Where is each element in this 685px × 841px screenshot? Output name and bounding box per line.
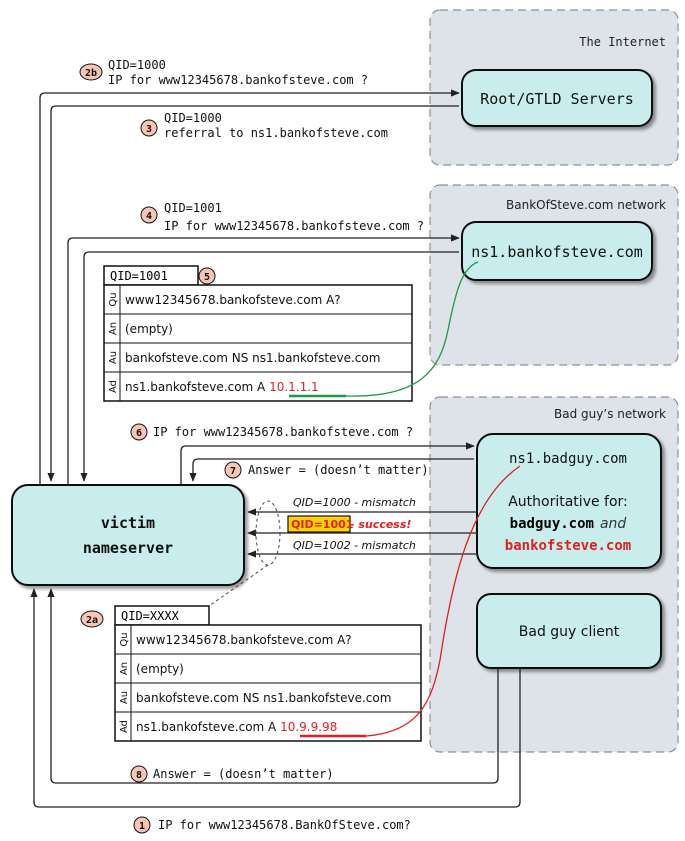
step-3-line1: QID=1000	[164, 111, 222, 125]
packet-bad-tag-ad: Ad	[119, 720, 130, 733]
packet-good-tag-an: An	[108, 322, 119, 335]
step-5-badge: 5	[204, 272, 210, 283]
packet-good-qid: QID=1001	[110, 269, 168, 283]
node-victim-nameserver: victim nameserver	[11, 484, 245, 586]
spoof-ellipse	[205, 500, 281, 609]
arrow-step-4	[67, 234, 460, 484]
step-8-badge: 8	[136, 770, 142, 781]
node-badguy-client: Bad guy client	[476, 593, 662, 669]
packet-good-ip: 10.1.1.1	[269, 380, 319, 394]
step-7-badge: 7	[230, 466, 236, 477]
step-2b: 2b QID=1000 IP for www12345678.bankofste…	[79, 58, 368, 87]
auth-line: badguy.com and	[510, 516, 627, 532]
node-ns1-badguy: ns1.badguy.com Authoritative for: badguy…	[476, 433, 662, 569]
packet-bad-qid: QID=XXXX	[121, 609, 180, 623]
packet-good-tag-ad: Ad	[108, 380, 119, 393]
packet-bad-row-ad: ns1.bankofsteve.com A 10.9.9.98	[136, 720, 337, 734]
victim-label-line2: nameserver	[83, 539, 173, 557]
step-6-text: IP for www12345678.bankofsteve.com ?	[153, 425, 413, 439]
packet-good-tag-qu: Qu	[108, 292, 119, 306]
bad-ip-connector	[365, 465, 521, 737]
badguy-client-label: Bad guy client	[519, 624, 620, 640]
step-2b-line2: IP for www12345678.bankofsteve.com ?	[108, 73, 368, 87]
step-8-text: Answer = (doesn’t matter)	[153, 767, 334, 781]
good-ip-connector	[345, 261, 479, 397]
step-3-line2: referral to ns1.bankofsteve.com	[164, 126, 388, 140]
node-root-gtld-label: Root/GTLD Servers	[480, 90, 634, 108]
region-internet-label: The Internet	[579, 35, 666, 49]
packet-good-row-qu: www12345678.bankofsteve.com A?	[125, 293, 341, 307]
packet-bad-tag-an: An	[119, 662, 130, 675]
region-bankofsteve-label: BankOfSteve.com network	[506, 198, 666, 212]
auth-domain-bankofsteve: bankofsteve.com	[505, 538, 631, 554]
step-4: 4 QID=1001 IP for www12345678.bankofstev…	[140, 201, 424, 233]
packet-good-tag-au: Au	[108, 351, 119, 364]
auth-domain-badguy: badguy.com	[510, 516, 594, 532]
step-2a-badge: 2a	[86, 615, 98, 626]
step-2b-line1: QID=1000	[108, 58, 166, 72]
step-7-text: Answer = (doesn’t matter)	[248, 463, 429, 477]
step-3-badge: 3	[146, 124, 152, 135]
arrow-step-8	[47, 588, 499, 784]
step-2a: 2a	[80, 610, 104, 628]
packet-good-row-au: bankofsteve.com NS ns1.bankofsteve.com	[125, 351, 380, 365]
auth-label: Authoritative for:	[508, 494, 628, 510]
success-highlight	[287, 515, 351, 533]
step-7: 7 Answer = (doesn’t matter)	[224, 461, 429, 479]
auth-and: and	[600, 516, 626, 532]
node-ns1-bankofsteve-label: ns1.bankofsteve.com	[471, 243, 643, 261]
packet-good-row-ad: ns1.bankofsteve.com A 10.1.1.1	[125, 380, 319, 394]
packet-bad-row-an: (empty)	[136, 662, 184, 676]
arrow-step-7	[189, 458, 474, 482]
packet-bad-row-qu: www12345678.bankofsteve.com A?	[136, 633, 352, 647]
arrow-step-2b	[39, 89, 460, 484]
flow-arrows	[30, 89, 521, 808]
step-6: 6 IP for www12345678.bankofsteve.com ?	[130, 423, 413, 441]
step-1: 1 IP for www12345678.BankOfSteve.com?	[133, 816, 411, 834]
node-ns1-badguy-label: ns1.badguy.com	[509, 451, 627, 467]
step-6-badge: 6	[136, 428, 142, 439]
step-5: 5	[198, 267, 216, 285]
node-root-gtld: Root/GTLD Servers	[461, 69, 653, 127]
arrow-step-5	[80, 251, 459, 482]
node-ns1-bankofsteve: ns1.bankofsteve.com	[461, 221, 653, 281]
step-4-badge: 4	[146, 211, 152, 222]
victim-label-line1: victim	[101, 514, 155, 532]
packet-bad-tag-qu: Qu	[119, 632, 130, 646]
spoof-1002-label: QID=1002 - mismatch	[293, 539, 416, 552]
spoof-1000-label: QID=1000 - mismatch	[293, 496, 416, 509]
step-2b-badge: 2b	[85, 68, 97, 79]
packet-good: QID=1001 Qu An Au Ad www12345678.bankofs…	[103, 265, 413, 402]
packet-bad-row-au: bankofsteve.com NS ns1.bankofsteve.com	[136, 691, 391, 705]
step-8: 8 Answer = (doesn’t matter)	[130, 765, 334, 783]
spoof-1001-qid: QID=1001	[291, 518, 353, 531]
packet-good-row-an: (empty)	[125, 322, 173, 336]
packet-bad: QID=XXXX Qu An Au Ad www12345678.bankofs…	[114, 605, 422, 742]
step-4-line2: IP for www12345678.bankofsteve.com ?	[164, 219, 424, 233]
step-4-line1: QID=1001	[164, 201, 222, 215]
packet-bad-tag-au: Au	[119, 691, 130, 704]
spoof-1001-label: - success!	[350, 518, 411, 531]
arrow-step-6	[180, 442, 475, 484]
arrow-step-1	[30, 588, 521, 808]
packet-bad-ip: 10.9.9.98	[280, 720, 337, 734]
arrow-step-3	[47, 105, 459, 482]
step-3: 3 QID=1000 referral to ns1.bankofsteve.c…	[140, 111, 388, 140]
step-1-text: IP for www12345678.BankOfSteve.com?	[158, 818, 411, 832]
step-1-badge: 1	[139, 821, 145, 832]
region-badguy-label: Bad guy’s network	[554, 407, 666, 421]
